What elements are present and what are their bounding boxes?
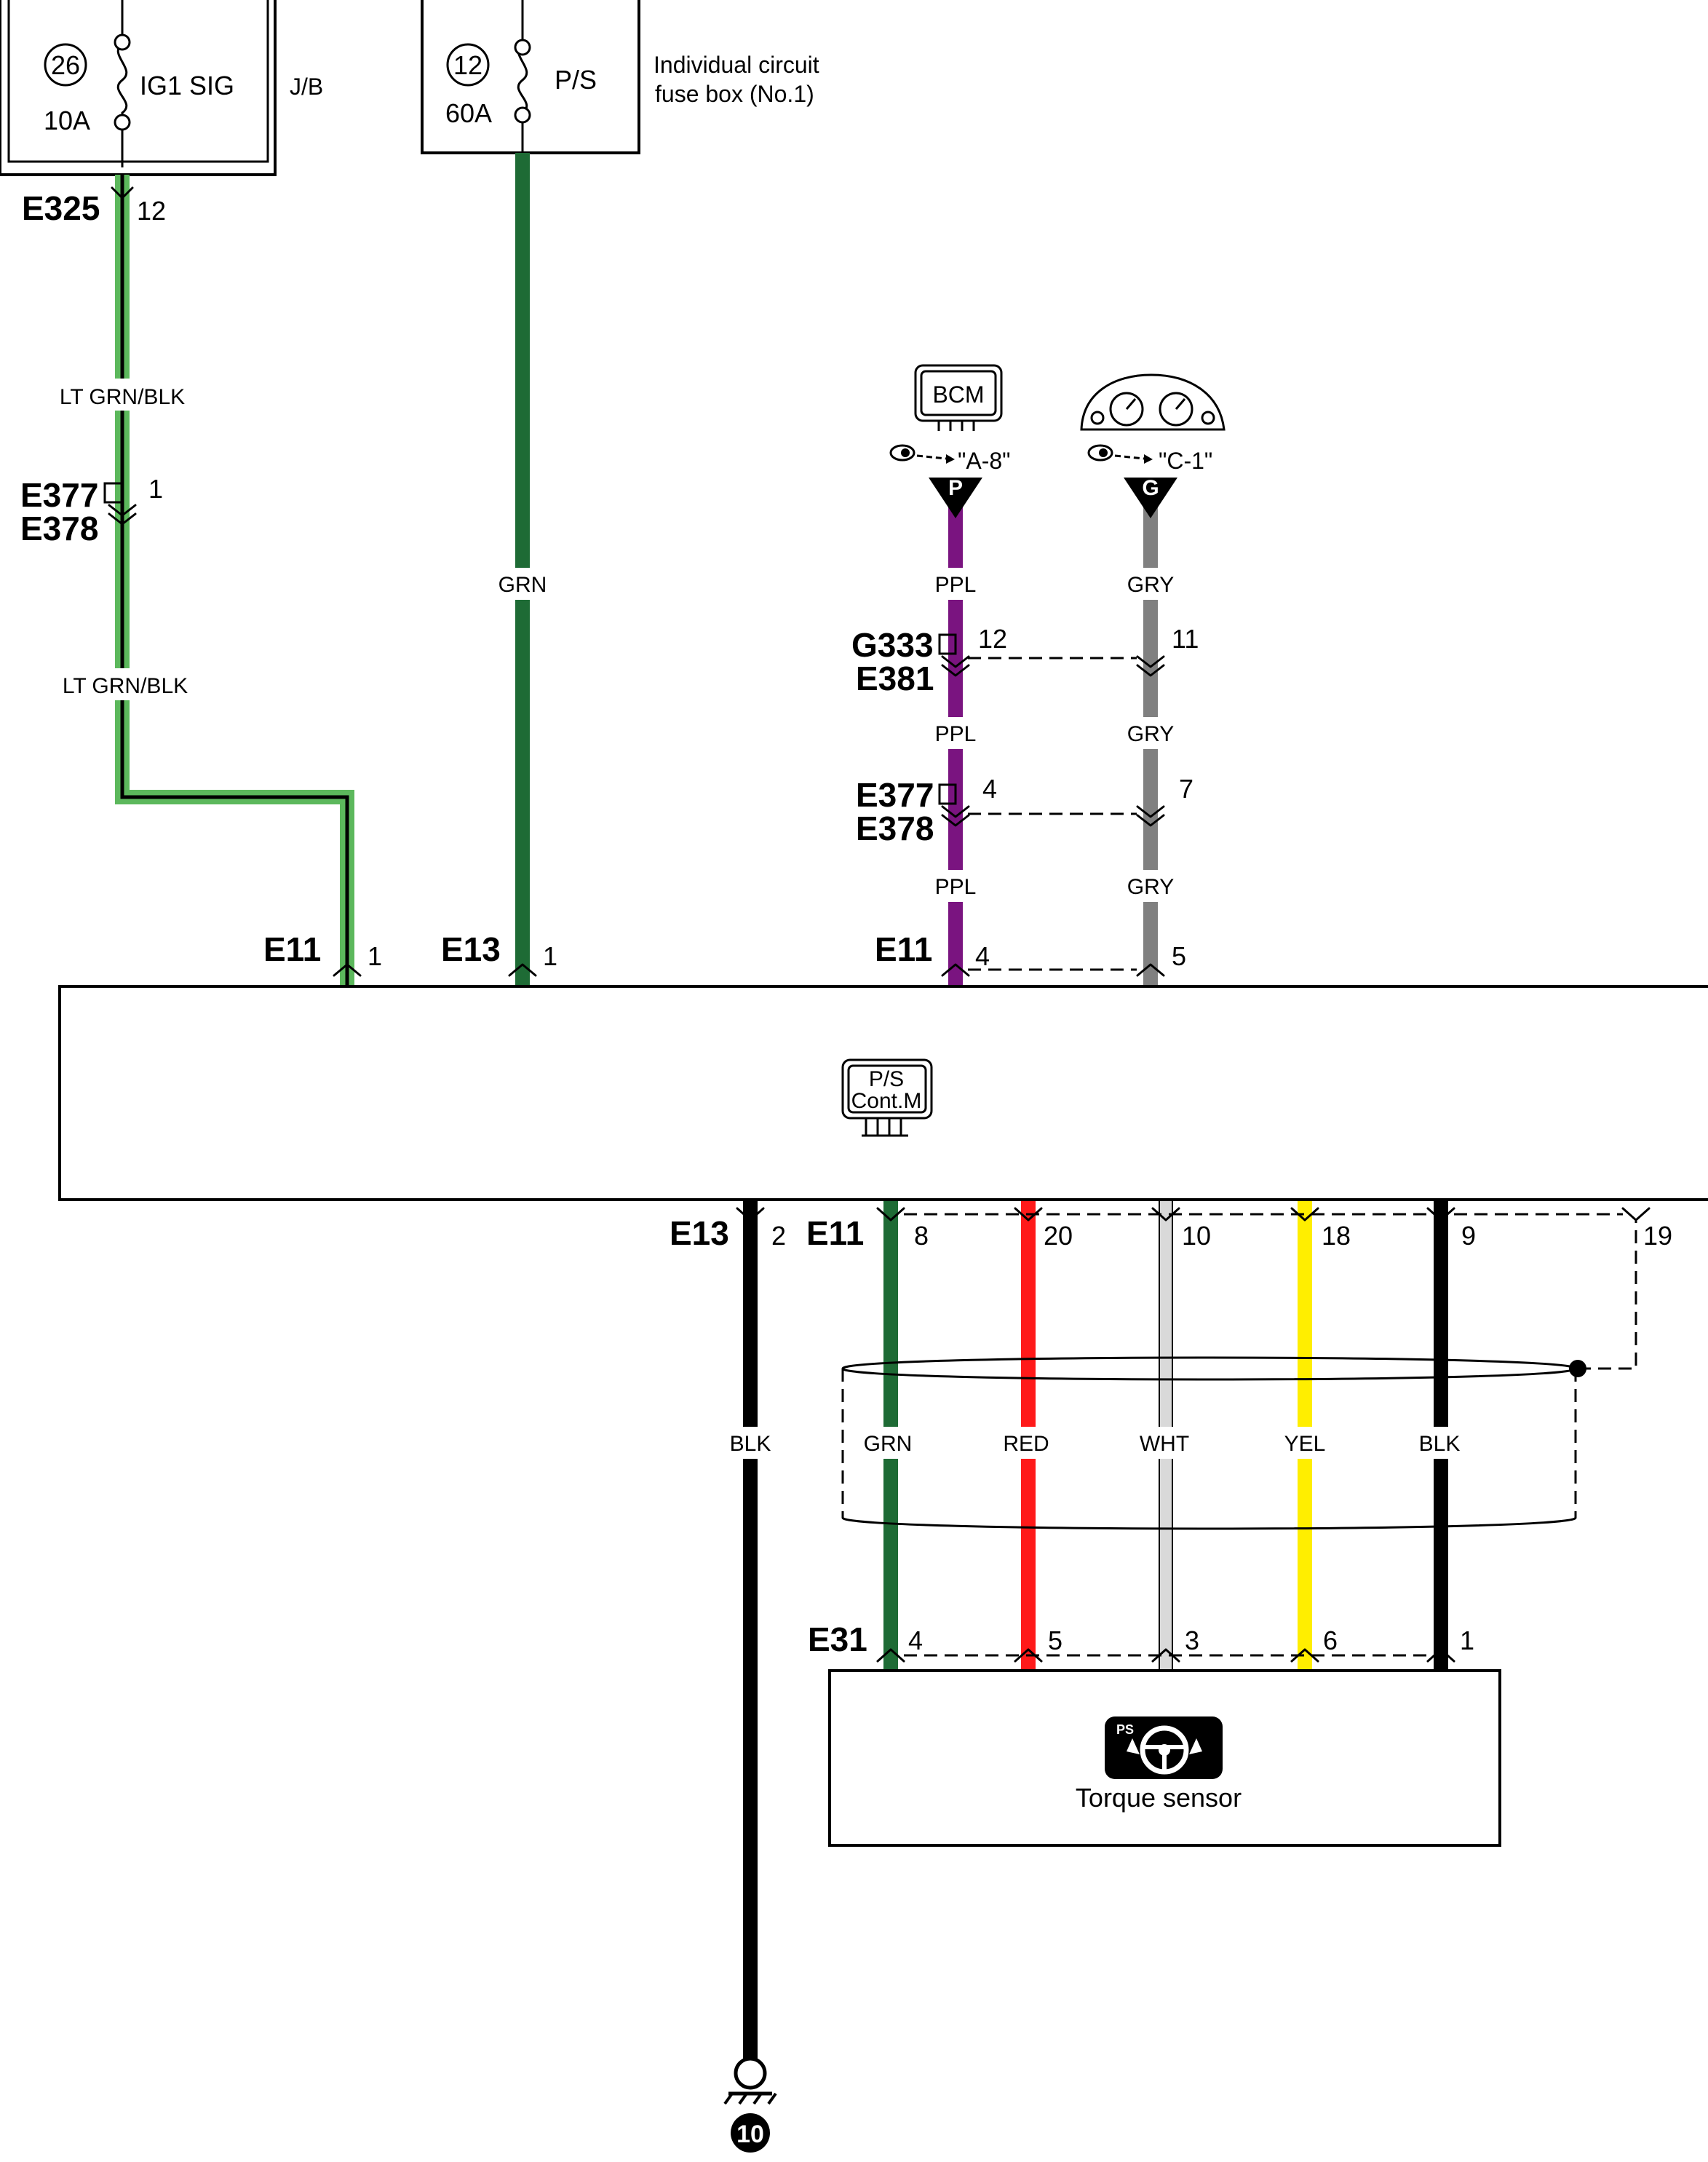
wire-label-gry-1: GRY	[1127, 573, 1174, 597]
shielded-cable	[841, 1220, 1637, 1530]
wire-label-ppl-1: PPL	[935, 573, 977, 597]
fuse-number-circle	[44, 43, 87, 87]
individual-fuse-box: 12 60A P/S Individual circuit fuse box (…	[421, 0, 826, 154]
bottom-pin-num-6: 9	[1461, 1221, 1476, 1251]
bottom-pin-conn-2: E11	[806, 1214, 864, 1252]
connector-e377-left-pin: 1	[148, 474, 163, 504]
ps-module-label-1: P/S	[869, 1067, 904, 1091]
wire-label-group: LT GRN/BLK LT GRN/BLK GRN PPL PPL PPL GR…	[58, 379, 1469, 1459]
connector-e377-right-pin-ppl: 4	[982, 774, 997, 804]
wire-label-ltgrnblk-2: LT GRN/BLK	[63, 674, 188, 698]
wire-label-blk-sensor: BLK	[1419, 1432, 1461, 1456]
connector-e377-e378-right: E377 E378 4 7	[856, 774, 1193, 847]
top-pin-num-2: 1	[543, 941, 557, 971]
module-top-pins: E11 1 E13 1 E11 4 5	[263, 930, 1186, 977]
meter-reference: "C-1" G	[1080, 373, 1226, 518]
reference-marker-g	[1124, 478, 1177, 518]
bottom-pin-num-3: 20	[1044, 1221, 1073, 1251]
ps-module-icon	[841, 1058, 933, 1137]
ps-control-module: P/S Cont.M	[58, 985, 1708, 1201]
bottom-pin-num-1: 2	[771, 1221, 786, 1251]
jb-label: J/B	[290, 74, 323, 100]
sensor-pin-1: 4	[908, 1626, 923, 1655]
bottom-pin-conn-1: E13	[670, 1214, 729, 1252]
wire-label-grn-top: GRN	[499, 573, 547, 597]
torque-sensor-label: Torque sensor	[1076, 1783, 1242, 1813]
bottom-pin-num-2: 8	[914, 1221, 929, 1251]
reference-marker-p	[929, 478, 982, 518]
top-pin-num-1: 1	[368, 941, 382, 971]
connector-e325-id: E325	[22, 189, 100, 227]
sensor-pin-2: 5	[1048, 1626, 1062, 1655]
wire-label-wht: WHT	[1140, 1432, 1189, 1456]
ground-number-badge	[731, 2113, 770, 2153]
ps-module-label-2: Cont.M	[851, 1089, 922, 1113]
fuse-box-name: Individual circuit fuse box (No.1)	[654, 52, 826, 107]
arrow-icon	[946, 454, 955, 464]
steering-wheel-icon: PS	[1105, 1716, 1223, 1779]
fuse-26-name: IG1 SIG	[140, 71, 234, 100]
ground-point: 10	[723, 2056, 777, 2153]
wire-ltgrnblk	[115, 175, 354, 986]
wire-label-yel: YEL	[1284, 1432, 1326, 1456]
module-bottom-pins: E13 2 E11 8 20 10 18 9 19	[670, 1207, 1672, 1252]
reference-tag-p: P	[948, 476, 963, 500]
wire-label-ppl-2: PPL	[935, 722, 977, 746]
wire-label-blk-ground: BLK	[730, 1432, 771, 1456]
eye-icon	[1087, 444, 1113, 462]
reference-tag-g: G	[1142, 476, 1159, 500]
connector-e378-left-id: E378	[20, 510, 98, 547]
connector-g333-e381: G333 E381 12 11	[851, 624, 1199, 697]
meter-ref: "C-1"	[1159, 448, 1212, 474]
sensor-pin-5: 1	[1460, 1626, 1474, 1655]
connector-e377-left-id: E377	[20, 476, 98, 514]
torque-sensor-connector-e31: E31 4 5 3 6 1	[808, 1620, 1474, 1663]
torque-sensor: PS Torque sensor	[828, 1669, 1501, 1847]
top-pin-conn-2: E13	[441, 930, 501, 968]
wire-label-gry-3: GRY	[1127, 875, 1174, 899]
connector-e377-e378-left: E377 E378 1	[20, 474, 163, 547]
sensor-pin-4: 6	[1323, 1626, 1338, 1655]
connector-e325-pin: 12	[137, 196, 166, 226]
sensor-conn-id: E31	[808, 1620, 867, 1658]
fuse-12-number: 12	[453, 50, 482, 80]
wire-label-ppl-3: PPL	[935, 875, 977, 899]
top-pin-conn-3: E11	[875, 930, 932, 968]
connector-e377-right-pin-gry: 7	[1179, 774, 1193, 804]
wire-label-ltgrnblk-1: LT GRN/BLK	[60, 385, 185, 409]
connector-g333-id: G333	[851, 626, 934, 664]
bottom-pin-num-5: 18	[1322, 1221, 1351, 1251]
connector-e377-right-id: E377	[856, 776, 934, 814]
bcm-label: BCM	[932, 381, 984, 408]
fuse-12-name: P/S	[555, 65, 597, 95]
sensor-badge: PS	[1116, 1722, 1134, 1737]
fuse-26-symbol	[116, 0, 128, 167]
top-pin-conn-1: E11	[263, 930, 321, 968]
combination-meter-icon	[1080, 373, 1226, 431]
arrow-icon	[1144, 454, 1153, 464]
wire-label-red: RED	[1003, 1432, 1049, 1456]
connector-g333-pin-ppl: 12	[978, 624, 1007, 654]
connector-e378-right-id: E378	[856, 809, 934, 847]
eye-icon	[889, 444, 915, 462]
bottom-pin-num-4: 10	[1182, 1221, 1211, 1251]
connector-e381-id: E381	[856, 660, 934, 697]
jb-fuse-box: 26 10A IG1 SIG J/B	[0, 0, 323, 176]
wire-label-grn-sensor: GRN	[864, 1432, 913, 1456]
fuse-26-rating: 10A	[44, 106, 90, 135]
wire-label-gry-2: GRY	[1127, 722, 1174, 746]
fuse-26-number: 26	[51, 50, 80, 80]
ground-number: 10	[736, 2121, 764, 2148]
bcm-ref: "A-8"	[958, 448, 1011, 474]
fuse-12-rating: 60A	[445, 98, 492, 128]
sensor-pin-3: 3	[1185, 1626, 1199, 1655]
connector-g333-pin-gry: 11	[1172, 624, 1199, 654]
connector-e325: E325 12	[22, 186, 166, 227]
top-pin-num-4: 5	[1172, 941, 1186, 971]
top-pin-num-3: 4	[975, 941, 990, 971]
bcm-reference: BCM "A-8" P	[889, 364, 1011, 518]
bottom-pin-num-7: 19	[1643, 1221, 1672, 1251]
